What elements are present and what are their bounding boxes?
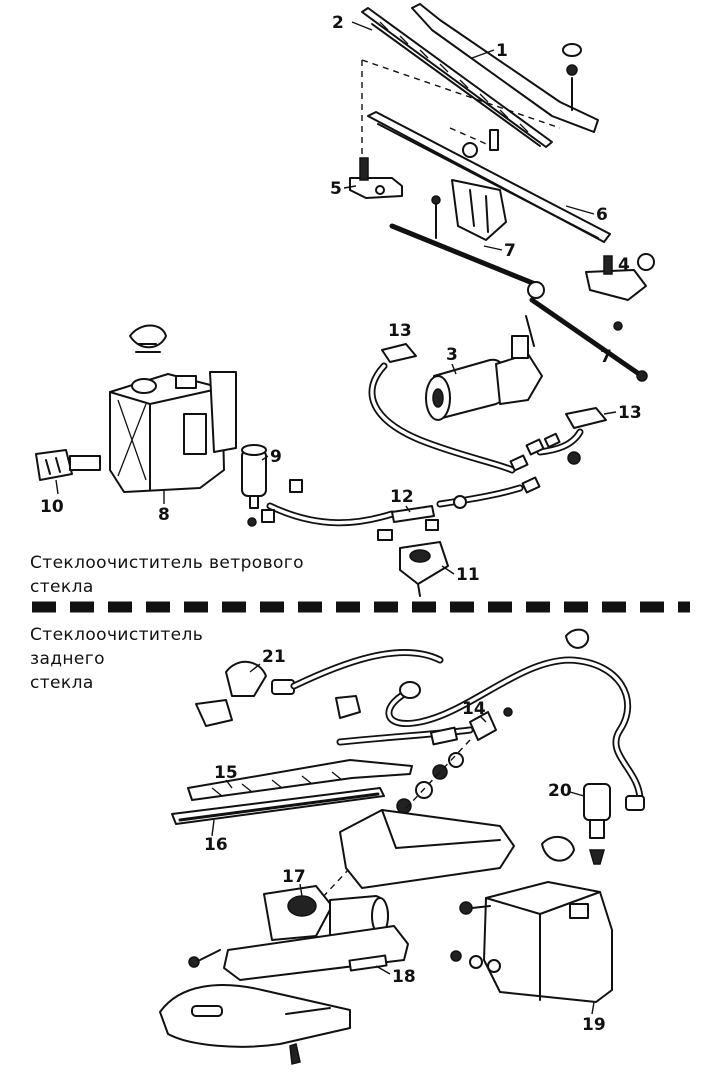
rear-wiper-assembly (159, 628, 645, 1065)
rear-washer-nozzle (195, 661, 361, 727)
wiper-linkage-frame (367, 111, 611, 243)
rear-section-title-line1: Стеклоочиститель (30, 625, 204, 645)
front-section-title-line2: стекла (30, 577, 94, 597)
callout-1: 1 (496, 41, 508, 61)
callout-21: 21 (262, 647, 286, 667)
callout-9: 9 (270, 447, 282, 467)
rear-cover-plate (339, 809, 515, 889)
callout-15: 15 (214, 763, 238, 783)
rear-wiper-motor (263, 885, 389, 941)
callout-11: 11 (456, 565, 480, 585)
callout-13b: 13 (618, 403, 642, 423)
washer-pump-rear (583, 783, 645, 865)
callout-18: 18 (392, 967, 416, 987)
wiper-blade-front (361, 7, 553, 148)
washer-reservoir-front (109, 324, 237, 493)
pivot-bracket-right (585, 253, 655, 331)
rear-motor-cover (159, 984, 351, 1065)
linkage-rods (389, 223, 648, 382)
rear-wiper-blade (171, 787, 385, 825)
washer-nozzle-top (381, 343, 417, 363)
callout-4: 4 (618, 255, 630, 275)
callout-2: 2 (332, 13, 344, 33)
callouts: 2 1 5 6 7 4 7 13 3 13 9 10 8 12 11 21 14… (40, 13, 642, 1035)
callout-19: 19 (582, 1015, 606, 1035)
callout-13a: 13 (388, 321, 412, 341)
callout-20: 20 (548, 781, 572, 801)
washer-pump-front (241, 444, 303, 527)
washer-valve (399, 541, 449, 597)
rear-section-title-line2: заднего (30, 649, 105, 669)
rear-wiper-arm (187, 759, 413, 801)
callout-6: 6 (596, 205, 608, 225)
callout-7b: 7 (600, 347, 612, 367)
wiper-arm-front (411, 3, 599, 133)
callout-8: 8 (158, 505, 170, 525)
callout-3: 3 (446, 345, 458, 365)
wiper-motor (425, 315, 543, 421)
callout-10: 10 (40, 497, 64, 517)
washer-reservoir-rear (450, 835, 613, 1003)
hose-connector-tee (377, 495, 467, 541)
washer-hoses-front (266, 362, 584, 527)
washer-hoses-rear (290, 628, 644, 804)
callout-12: 12 (390, 487, 414, 507)
washer-nozzle-right (565, 407, 607, 429)
callout-5: 5 (330, 179, 342, 199)
front-wiper-assembly (35, 3, 655, 597)
rear-section-title-line3: стекла (30, 673, 94, 693)
front-section-title-line1: Стеклоочиститель ветрового (30, 553, 304, 573)
level-sensor-plug (35, 449, 101, 481)
callout-17: 17 (282, 867, 306, 887)
motor-mount-bracket (431, 179, 507, 241)
pivot-bracket-left (349, 157, 403, 199)
callout-7a: 7 (504, 241, 516, 261)
callout-16: 16 (204, 835, 228, 855)
callout-14: 14 (462, 699, 486, 719)
